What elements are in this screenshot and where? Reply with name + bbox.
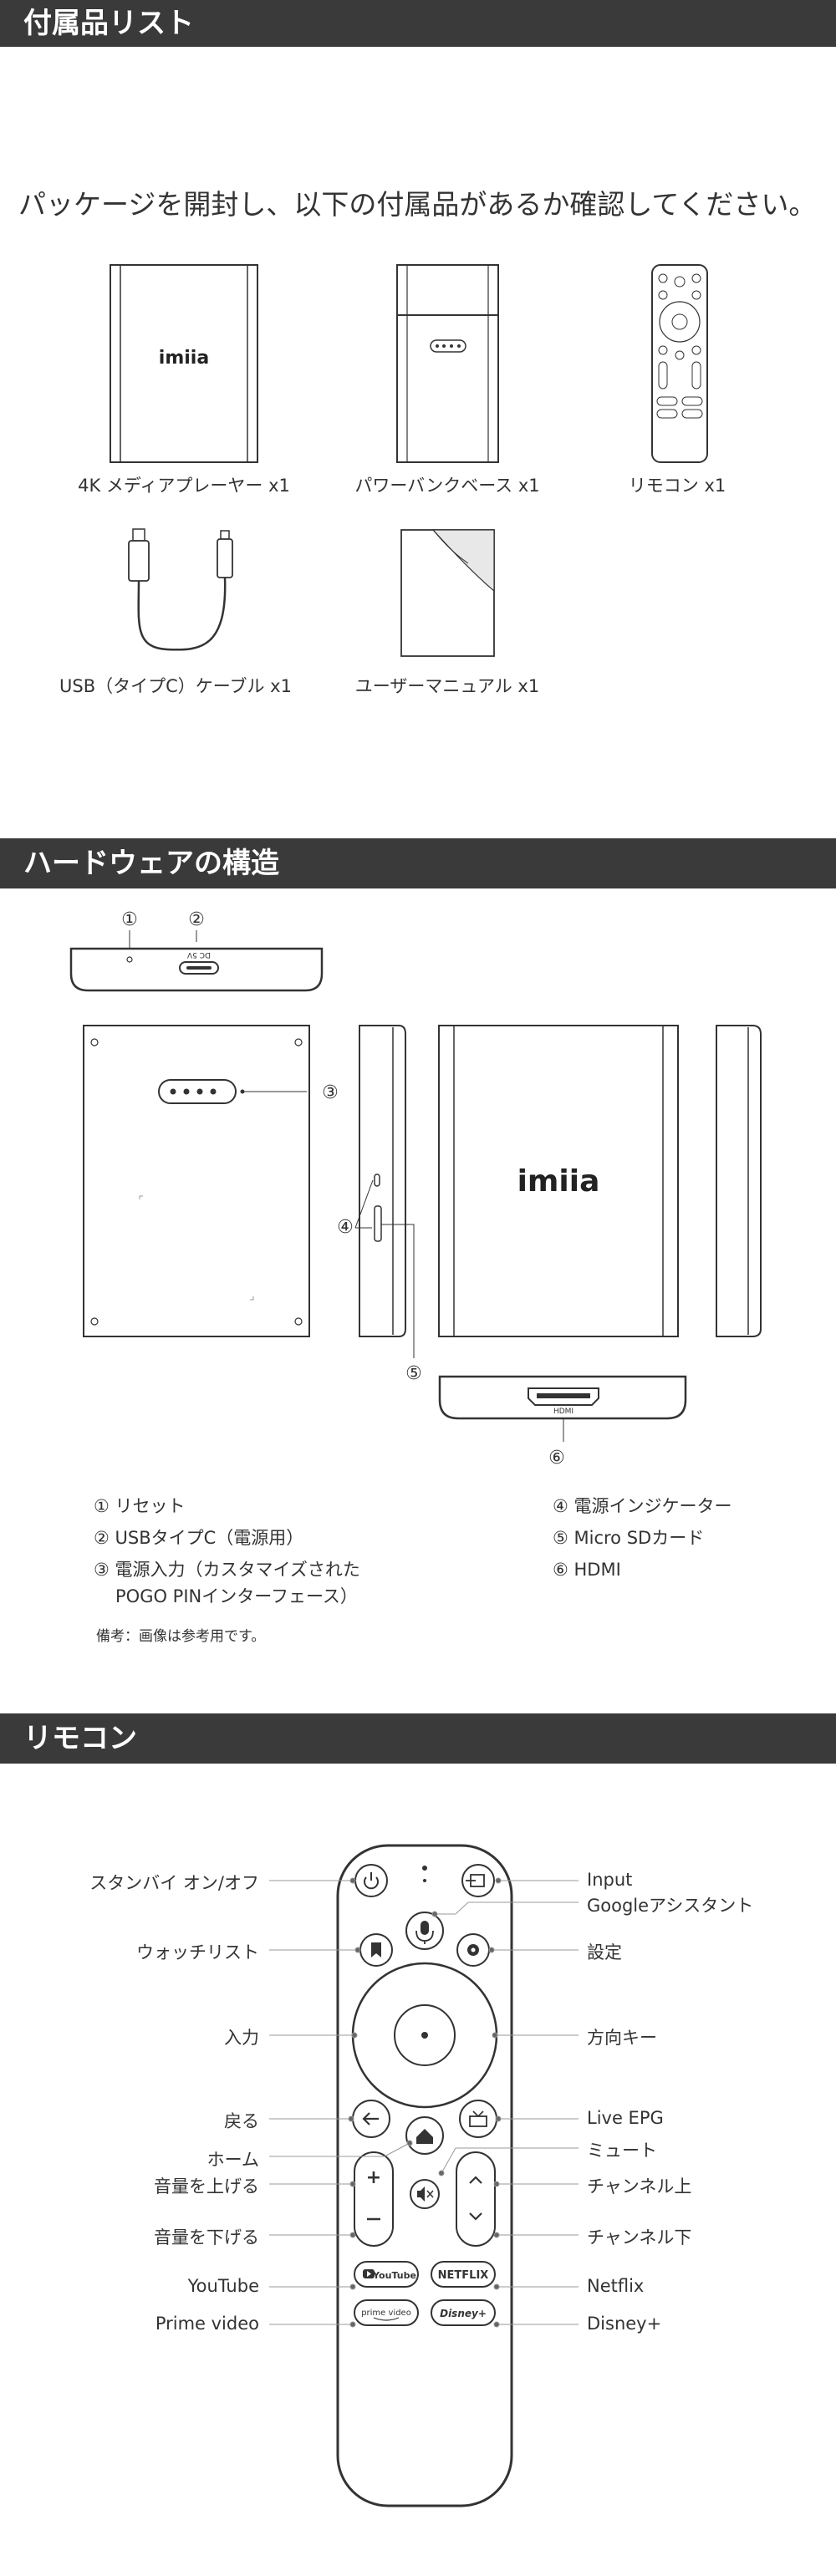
svg-text:prime video: prime video — [361, 2309, 411, 2318]
input-icon — [461, 1864, 495, 1897]
label-watchlist: ウォッチリスト — [136, 1942, 259, 1963]
back-icon — [352, 2100, 390, 2138]
remote-diagram: + YouTube NETFLIX prime video Disney+ — [269, 1844, 579, 2507]
label-prime: Prime video — [155, 2314, 259, 2334]
label-back: 戻る — [224, 2111, 259, 2131]
prime-button: prime video — [354, 2299, 419, 2326]
hardware-list-left: ① リセット ② USBタイプC（電源用） ③ 電源入力（カスタマイズされた P… — [94, 1490, 360, 1612]
item-label-media-player: 4K メディアプレーヤー x1 — [78, 476, 290, 496]
label-input-jp: 入力 — [224, 2028, 259, 2048]
item-label-user-manual: ユーザーマニュアル x1 — [354, 676, 540, 696]
netflix-button: NETFLIX — [431, 2261, 496, 2288]
dpad-ring — [351, 1962, 498, 2109]
svg-text:Disney+: Disney+ — [440, 2308, 487, 2319]
power-icon — [354, 1864, 388, 1897]
tv-icon — [459, 2100, 497, 2138]
hw-item-microsd: ⑤ Micro SDカード — [553, 1528, 705, 1548]
label-live-epg: Live EPG — [587, 2108, 664, 2128]
accessories-header: 付属品リスト — [0, 0, 836, 47]
svg-text:+: + — [366, 2167, 381, 2188]
label-input: Input — [587, 1870, 633, 1890]
label-ch-down: チャンネル下 — [587, 2227, 692, 2248]
user-manual-image — [400, 529, 495, 657]
label-disney: Disney+ — [587, 2314, 662, 2334]
hw-item-led: ④ 電源インジケーター — [553, 1496, 732, 1516]
label-vol-down: 音量を下げる — [154, 2227, 259, 2248]
marker-6: ⑥ — [548, 1448, 565, 1469]
media-player-image: imiia — [110, 264, 258, 463]
hardware-list-right: ④ 電源インジケーター ⑤ Micro SDカード ⑥ HDMI — [553, 1490, 732, 1586]
device-hdmi-view: HDMI ⑥ — [438, 1375, 687, 1469]
marker-1: ① — [121, 909, 138, 930]
brand-logo: imiia — [159, 348, 209, 369]
remote-header: リモコン — [0, 1713, 836, 1764]
marker-3: ③ — [322, 1082, 339, 1103]
device-top-view: ① ② DC 5V — [69, 909, 324, 992]
item-label-power-bank: パワーバンクベース x1 — [354, 476, 540, 496]
home-icon — [405, 2116, 444, 2155]
item-label-remote: リモコン x1 — [628, 476, 726, 496]
label-home: ホーム — [206, 2150, 259, 2170]
disney-button: Disney+ — [431, 2299, 496, 2326]
channel-rocker — [456, 2151, 496, 2247]
hdmi-port-label: HDMI — [553, 1408, 573, 1416]
power-bank-image — [396, 264, 499, 463]
label-vol-up: 音量を上げる — [154, 2176, 259, 2197]
svg-text:NETFLIX: NETFLIX — [438, 2269, 489, 2282]
intro-text: パッケージを開封し、以下の付属品があるか確認してください。 — [18, 188, 817, 221]
bookmark-icon — [359, 1933, 393, 1967]
remote-small-image — [651, 264, 708, 463]
marker-5: ⑤ — [405, 1363, 422, 1384]
hw-item-hdmi: ⑥ HDMI — [553, 1560, 621, 1580]
svg-text:YouTube: YouTube — [372, 2270, 416, 2281]
device-bottom-view: ③ — [83, 1025, 339, 1337]
label-google-assistant: Googleアシスタント — [587, 1896, 754, 1916]
volume-rocker: + — [354, 2151, 394, 2247]
label-netflix: Netflix — [587, 2276, 645, 2296]
hw-item-reset: ① リセット — [94, 1496, 186, 1516]
label-settings: 設定 — [587, 1942, 622, 1963]
gear-icon — [456, 1933, 490, 1967]
youtube-button: YouTube — [354, 2261, 419, 2288]
item-label-usb-cable: USB（タイプC）ケーブル x1 — [59, 676, 292, 696]
usb-cable-image — [128, 528, 233, 651]
label-mute: ミュート — [587, 2141, 657, 2161]
label-standby: スタンバイ オン/オフ — [89, 1873, 259, 1893]
label-youtube: YouTube — [187, 2276, 259, 2296]
device-front-view: imiia — [438, 1025, 679, 1337]
front-logo: imiia — [517, 1164, 600, 1199]
hw-item-power-input-cont: POGO PINインターフェース） — [115, 1586, 358, 1606]
dc-port-label: DC 5V — [186, 950, 211, 959]
hardware-note: 備考：画像は参考用です。 — [96, 1628, 266, 1645]
marker-4: ④ — [337, 1217, 354, 1238]
label-ch-up: チャンネル上 — [587, 2176, 692, 2197]
device-right-view — [716, 1025, 762, 1337]
hw-item-usb: ② USBタイプC（電源用） — [94, 1528, 304, 1548]
hardware-header: ハードウェアの構造 — [0, 838, 836, 888]
device-side-view: ④ ⑤ — [337, 1025, 422, 1384]
marker-2: ② — [188, 909, 205, 930]
mute-icon — [410, 2179, 440, 2209]
mic-icon — [405, 1912, 444, 1950]
hw-item-power-input: ③ 電源入力（カスタマイズされた — [94, 1560, 360, 1580]
label-dpad: 方向キー — [587, 2028, 657, 2048]
